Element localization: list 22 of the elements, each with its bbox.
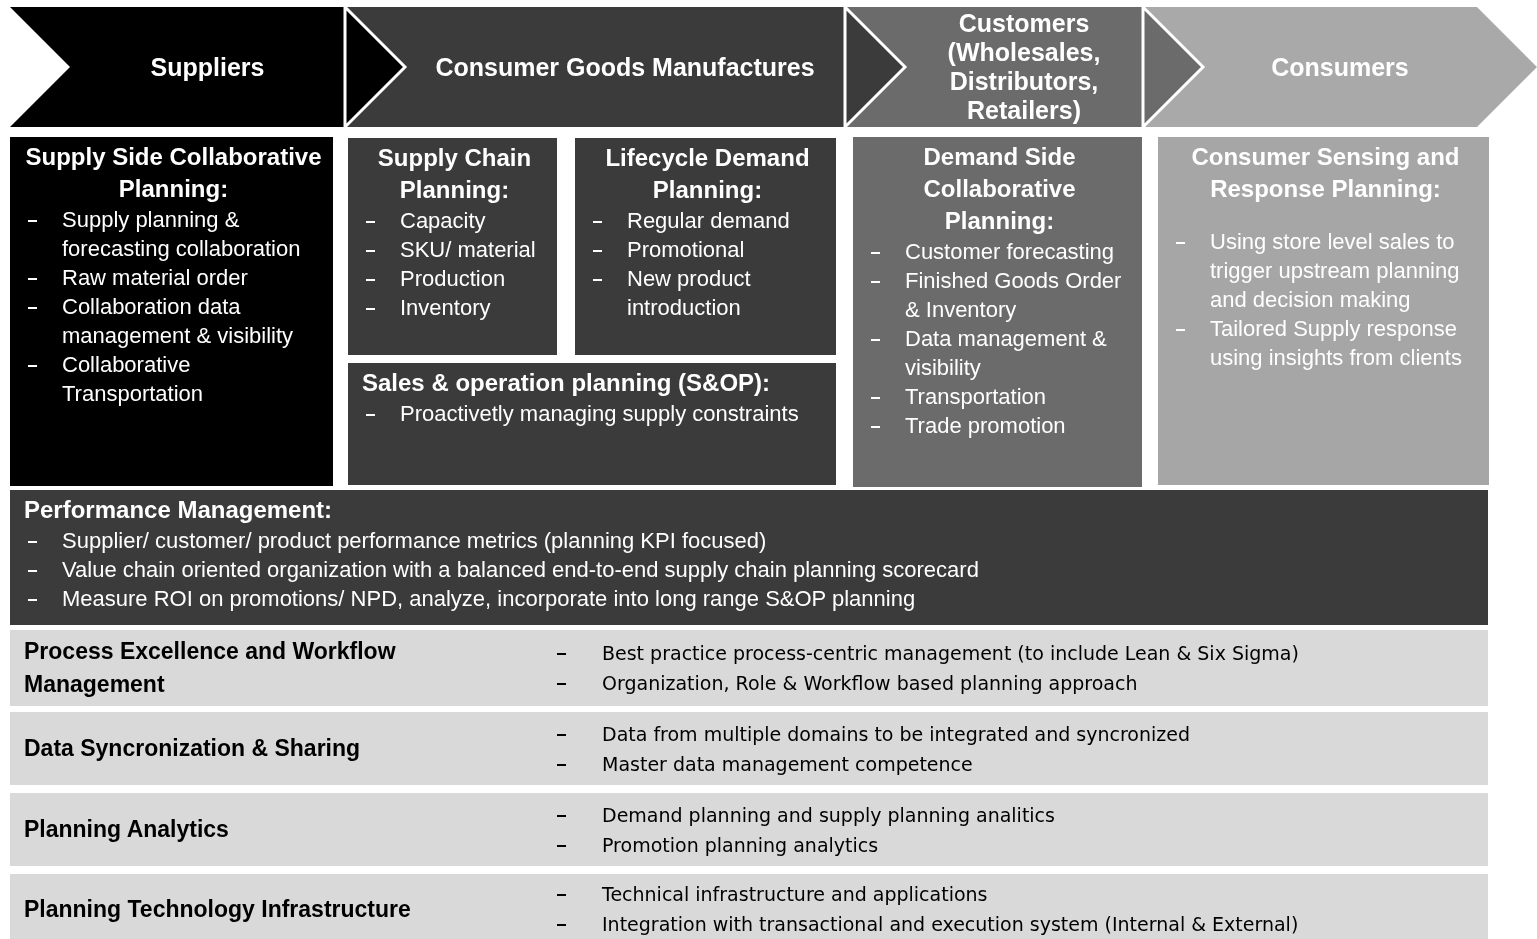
capability-row: [10, 874, 1488, 939]
row-heading: Planning Technology Infrastructure: [24, 894, 411, 924]
planning-box: [348, 138, 557, 355]
planning-box: [348, 363, 836, 485]
planning-box: [10, 490, 1488, 625]
box-heading: Supply Chain Planning:: [376, 143, 533, 205]
box-heading: Performance Management:: [24, 495, 334, 525]
row-heading: Planning Analytics: [24, 815, 229, 844]
box-heading: Sales & operation planning (S&OP):: [362, 368, 772, 398]
planning-box: [853, 137, 1142, 487]
planning-box: [1158, 137, 1489, 485]
box-heading: Supply Side Collaborative Planning:: [24, 142, 323, 204]
row-heading: Data Syncronization & Sharing: [24, 734, 361, 763]
planning-box: [575, 138, 836, 355]
planning-box: [10, 137, 333, 486]
box-heading: Consumer Sensing and Response Planning:: [1190, 142, 1461, 204]
box-heading: Demand Side Collaborative Planning:: [922, 142, 1077, 236]
row-heading: Process Excellence and Workflow Management: [24, 637, 397, 699]
box-heading: Lifecycle Demand Planning:: [604, 143, 811, 205]
capability-row: [10, 630, 1488, 706]
capability-row: [10, 793, 1488, 866]
capability-row: [10, 712, 1488, 785]
